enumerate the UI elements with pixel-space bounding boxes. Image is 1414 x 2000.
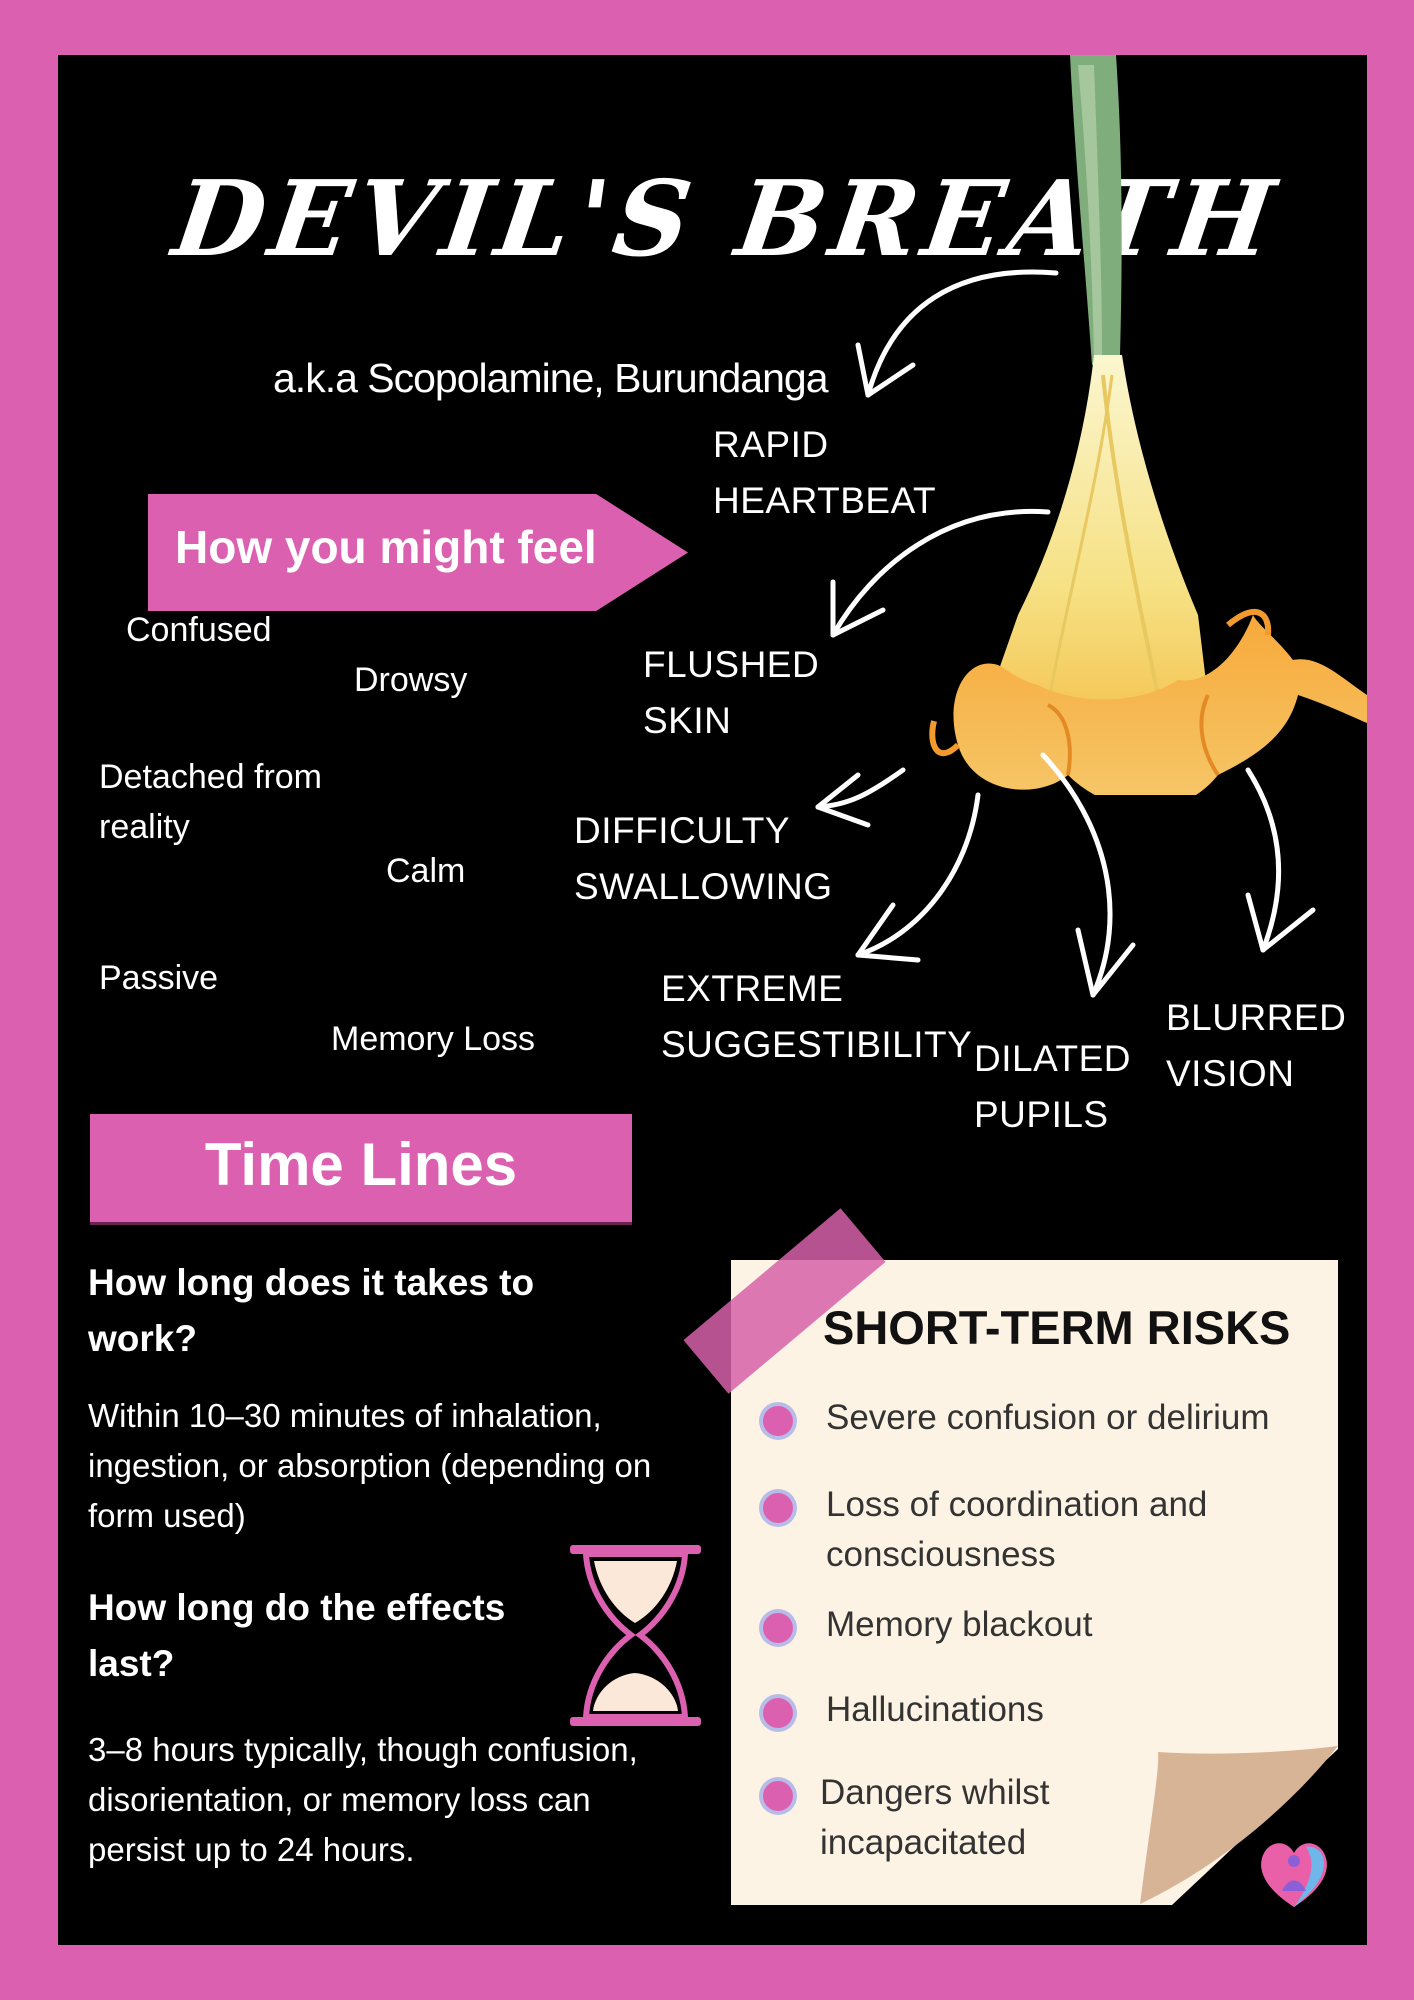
symptom-label: DILATED PUPILS [974, 1038, 1132, 1135]
risks-title: SHORT-TERM RISKS [823, 1301, 1291, 1354]
curved-arrow-icon [830, 508, 1051, 638]
feeling-item: Confused [126, 611, 272, 649]
bullet-icon [763, 1493, 793, 1523]
symptom-label: EXTREME SUGGESTIBILITY [661, 968, 973, 1065]
flower-illustration [929, 55, 1367, 795]
symptom-arrows [815, 269, 1316, 998]
timeline-answer: Within 10–30 minutes of inhalation, inge… [88, 1397, 652, 1534]
bullet-icon [763, 1406, 793, 1436]
timeline-answer: 3–8 hours typically, though confusion, d… [88, 1731, 638, 1868]
timelines-heading: Time Lines [204, 1131, 518, 1198]
risk-text: Severe confusion or delirium [826, 1398, 1270, 1437]
feeling-item: Passive [99, 959, 219, 997]
curved-arrow-icon [855, 792, 981, 963]
timeline-question: How long does it takes to work? [88, 1262, 535, 1359]
risk-text: Loss of coordination and consciousness [826, 1485, 1208, 1574]
curved-arrow-icon [1040, 752, 1136, 998]
feeling-item: Drowsy [354, 661, 468, 699]
risk-text: Hallucinations [826, 1690, 1044, 1729]
symptom-label: DIFFICULTY SWALLOWING [574, 810, 833, 907]
feeling-item: Calm [386, 852, 466, 890]
risk-text: Memory blackout [826, 1605, 1093, 1644]
risk-text: Dangers whilst incapacitated [820, 1773, 1050, 1862]
poster-panel: DEVIL'S BREATH a.k.a Scopolamine, Burund… [58, 55, 1367, 1945]
feelings-heading: How you might feel [175, 521, 597, 573]
timeline-question: How long do the effects last? [88, 1587, 506, 1684]
timelines-banner: Time Lines [90, 1114, 632, 1225]
feeling-item: Detached from reality [99, 758, 322, 846]
curved-arrow-icon [855, 269, 1059, 398]
page-subtitle: a.k.a Scopolamine, Burundanga [273, 355, 829, 401]
symptom-label: FLUSHED SKIN [643, 644, 820, 741]
feeling-item: Memory Loss [331, 1020, 536, 1058]
flower-petals [953, 615, 1367, 795]
flower-tube [990, 355, 1210, 743]
symptom-label: RAPID HEARTBEAT [713, 424, 937, 521]
bullet-icon [763, 1698, 793, 1728]
brand-logo-icon [1261, 1843, 1327, 1907]
bullet-icon [763, 1613, 793, 1643]
bullet-icon [763, 1781, 793, 1811]
curved-arrow-icon [815, 767, 906, 828]
feelings-ribbon: How you might feel [148, 494, 688, 611]
page-curl [1140, 1746, 1338, 1904]
hourglass-icon [570, 1545, 701, 1726]
curved-arrow-icon [1245, 767, 1316, 953]
symptom-label: BLURRED VISION [1166, 997, 1347, 1094]
